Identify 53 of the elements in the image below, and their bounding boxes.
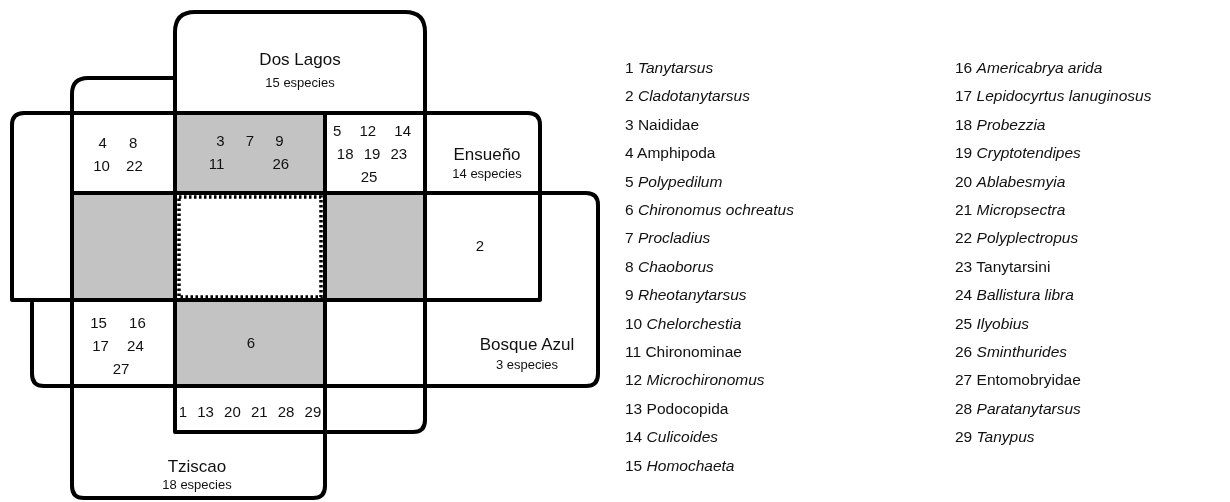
set-name: Tziscao [167, 457, 227, 477]
species-list-entry: 7 Procladius [625, 229, 711, 248]
species-list-entry: 29 Tanypus [955, 428, 1035, 447]
species-list-entry: 28 Paratanytarsus [955, 399, 1081, 418]
species-numbers: 2 [475, 236, 485, 254]
species-list-entry: 16 Americabrya arida [955, 59, 1103, 77]
species-count: 18 especies [162, 476, 232, 492]
species-list-entry: 14 Culicoides [625, 428, 719, 447]
species-list-entry: 11 Chironominae [625, 343, 742, 361]
species-list-entry: 21 Micropsectra [955, 201, 1066, 219]
species-count: 3 especies [495, 356, 559, 372]
species-count: 14 especies [452, 165, 522, 181]
species-list-entry: 3 Naididae [625, 115, 700, 134]
species-list-entry: 26 Sminthurides [955, 343, 1068, 361]
species-list-entry: 18 Probezzia [955, 115, 1046, 134]
species-numbers: 27 [112, 359, 130, 377]
species-list-entry: 17 Lepidocyrtus lanuginosus [955, 87, 1152, 106]
species-list-entry: 4 Amphipoda [625, 144, 716, 163]
species-list-entry: 23 Tanytarsini [955, 257, 1051, 276]
species-numbers: 5 12 14 [333, 121, 411, 139]
species-list-entry: 5 Polypedilum [625, 172, 723, 191]
species-list-entry: 25 Ilyobius [955, 314, 1030, 333]
set-name: Ensueño [453, 145, 521, 165]
species-list-entry: 9 Rheotanytarsus [625, 286, 747, 305]
species-list-entry: 24 Ballistura libra [955, 286, 1074, 305]
species-numbers: 4 8 [98, 133, 138, 151]
species-numbers: 25 [360, 167, 378, 185]
species-numbers: 3 7 9 [216, 131, 284, 149]
species-numbers: 1 13 20 21 28 29 [178, 402, 322, 420]
venn-set [175, 12, 425, 432]
species-numbers: 17 24 [92, 336, 144, 354]
species-list-entry: 10 Chelorchestia [625, 314, 742, 333]
species-list-entry: 27 Entomobryidae [955, 371, 1081, 390]
species-count: 15 especies [265, 74, 335, 90]
species-numbers: 10 22 [93, 156, 143, 174]
species-list-entry: 20 Ablabesmyia [955, 172, 1066, 191]
species-list-entry: 15 Homochaeta [625, 456, 735, 475]
species-list-entry: 12 Microchironomus [625, 371, 765, 390]
species-list-entry: 2 Cladotanytarsus [625, 87, 750, 106]
species-list-entry: 22 Polyplectropus [955, 229, 1079, 248]
species-list-entry: 1 Tanytarsus [625, 59, 714, 77]
species-numbers: 6 [246, 333, 256, 351]
species-list-entry: 13 Podocopida [625, 399, 729, 418]
venn-set [32, 193, 598, 386]
set-name: Bosque Azul [479, 335, 575, 355]
species-list-entry: 8 Chaoborus [625, 257, 714, 276]
species-numbers: 15 16 [90, 313, 146, 331]
species-numbers: 11 26 [208, 154, 290, 172]
venn-set [12, 113, 540, 300]
species-numbers: 18 19 23 [336, 144, 408, 162]
species-list-entry: 6 Chironomus ochreatus [625, 201, 794, 219]
set-name: Dos Lagos [259, 50, 341, 70]
species-list-entry: 19 Cryptotendipes [955, 144, 1081, 163]
